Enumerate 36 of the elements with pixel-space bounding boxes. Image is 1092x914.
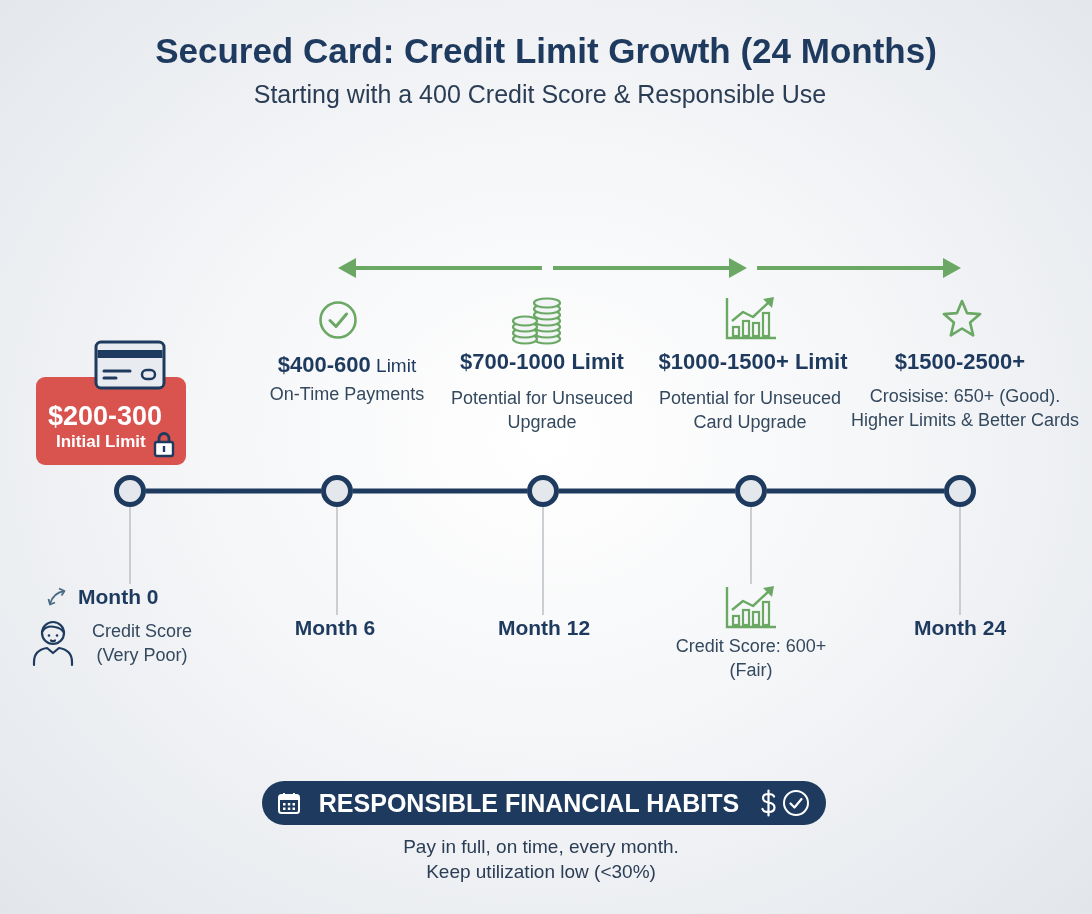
limit-range: $400-600 Limit: [277, 351, 417, 379]
limit-tag: [36, 377, 186, 465]
timeline-marker: [944, 475, 976, 507]
milestone-note: On-Time Payments: [269, 383, 425, 406]
leader-line: [542, 506, 544, 616]
milestone-note: Crosisise: 650+ (Good). Higher Limits & Better Cards: [849, 385, 1081, 432]
month-label: Month 24: [913, 615, 1007, 641]
habits-banner: [262, 781, 826, 825]
milestone-note: Potential for Unseuced Card Upgrade: [657, 387, 843, 434]
timeline-marker: [735, 475, 767, 507]
limit-range: $1000-1500+ Limit: [658, 348, 848, 376]
month-label: Month 12: [497, 615, 591, 641]
timeline-marker: [114, 475, 146, 507]
month-label: Month 0: [78, 584, 159, 610]
habits-note: Pay in full, on time, every month. Keep utilization low (<30%): [402, 835, 680, 884]
score-note: Credit Score (Very Poor): [90, 620, 193, 667]
leader-line: [959, 506, 961, 616]
timeline-marker: [527, 475, 559, 507]
limit-range: $700-1000 Limit: [460, 348, 624, 376]
timeline-line: [146, 488, 321, 494]
timeline-marker: [321, 475, 353, 507]
subtitle: Starting with a 400 Credit Score & Responsible Use: [253, 79, 827, 109]
leader-line: [750, 506, 752, 585]
month-label: Month 6: [294, 615, 376, 641]
banner-title: RESPONSIBLE FINANCIAL HABITS: [318, 788, 740, 818]
diagram-title: Secured Card: Credit Limit Growth (24 Months): [155, 30, 937, 72]
limit-caption: Initial Limit: [56, 432, 146, 452]
timeline-line: [767, 488, 944, 494]
leader-line: [129, 506, 131, 585]
timeline-line: [353, 488, 527, 494]
leader-line: [336, 506, 338, 616]
score-note: Credit Score: 600+ (Fair): [674, 635, 828, 682]
limit-amount: $200-300: [48, 401, 163, 431]
limit-range: $1500-2500+: [894, 348, 1026, 376]
timeline-line: [559, 488, 735, 494]
milestone-note: Potential for Unseuced Upgrade: [449, 387, 635, 434]
